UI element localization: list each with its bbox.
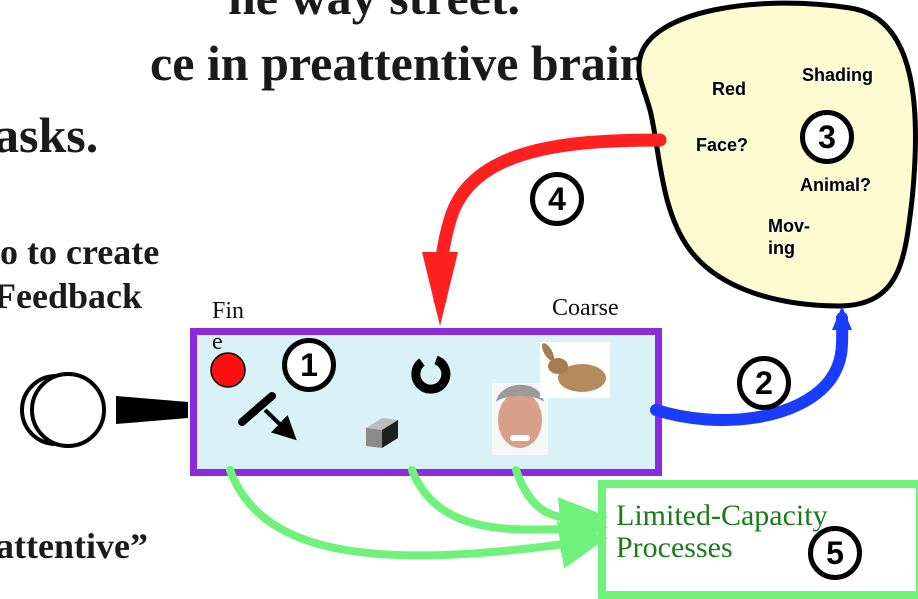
blob-label-red: Red [712,79,747,99]
step-2-badge: 2 [737,356,791,410]
step-5-badge: 5 [808,526,862,580]
step-1-badge: 1 [282,338,336,392]
feedforward-arrow [650,312,849,426]
step-4-badge: 4 [530,172,584,226]
side-line-1: o to create [0,232,160,272]
side-line-2: Feedback [0,276,142,316]
limited-capacity-box [598,480,918,599]
step-3-badge: 3 [800,110,854,164]
cube-icon [366,418,398,448]
feedforward-arrowhead [832,306,852,330]
rabbit-photo [540,342,610,398]
limited-capacity-line1: Limited-Capacity [616,499,828,532]
heading-line-2: ce in preattentive brain. [150,35,661,91]
heading-line-1: he way street. [228,0,520,22]
blob-label-moving: Mov- ing [768,216,810,258]
limited-capacity-label: Limited-Capacity Processes [616,499,828,565]
eye-icon [20,372,188,448]
heading-line-3: asks. [0,107,99,163]
feedback-arrowhead [422,252,458,326]
green-arrow-fine [226,466,608,569]
ring-icon [411,355,451,394]
red-dot-icon [210,352,246,388]
oriented-bar-icon [238,392,297,441]
face-photo [492,383,548,455]
limited-capacity-line2: Processes [616,531,733,565]
green-arrow-coarse [512,466,608,545]
side-line-3: attentive” [0,526,148,566]
coarse-label: Coarse [552,295,619,321]
concept-blob [636,0,918,309]
fine-label: Fin e [212,298,245,356]
blob-label-shading: Shading [802,65,873,85]
blob-label-animal: Animal? [800,175,872,195]
blob-label-face: Face? [696,135,749,155]
